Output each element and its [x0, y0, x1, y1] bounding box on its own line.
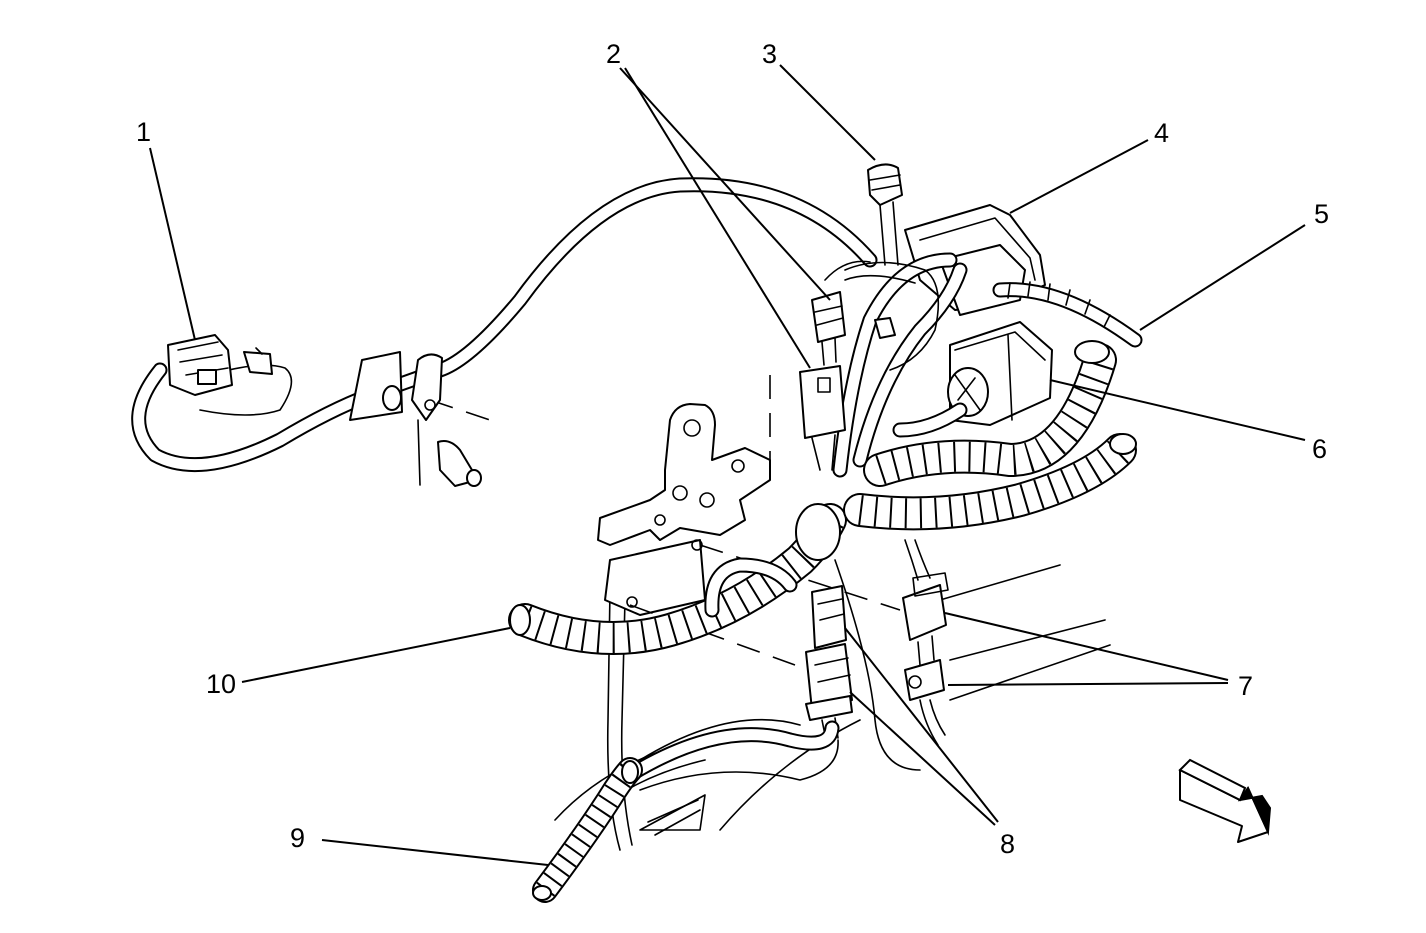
callout-8: 8: [1000, 829, 1015, 859]
leader-lines: [149, 64, 1306, 866]
wire-clip: [349, 351, 482, 487]
leader-7b: [947, 682, 1229, 686]
harness-branch-5: [992, 281, 1143, 348]
harness-loom-9: [532, 718, 840, 903]
callout-6: 6: [1312, 434, 1327, 464]
callout-7: 7: [1238, 671, 1253, 701]
leader-8a: [844, 627, 999, 823]
leader-4: [1009, 139, 1149, 214]
mounting-bracket: [597, 403, 771, 616]
leader-3: [779, 64, 876, 161]
connector-1: [167, 334, 273, 396]
callout-3: 3: [762, 39, 777, 69]
wire-connector-1: [131, 177, 878, 473]
callout-1: 1: [136, 117, 151, 147]
leader-1: [149, 147, 196, 341]
leader-10: [241, 627, 511, 683]
connector-7: [902, 539, 949, 746]
leader-5: [1139, 224, 1306, 331]
central-harness: [824, 252, 968, 478]
leader-2b: [624, 67, 811, 369]
leader-2a: [619, 67, 831, 301]
leader-9: [321, 839, 549, 866]
callout-labels: 1 2 3 4 5 6 7 8 9 10: [136, 39, 1329, 859]
callout-5: 5: [1314, 199, 1329, 229]
connector-2: [799, 291, 846, 471]
harness-loom-right: [843, 340, 1137, 531]
leader-7a: [944, 612, 1229, 681]
leader-6: [1049, 379, 1306, 441]
module-6: [947, 321, 1053, 426]
callout-10: 10: [206, 669, 236, 699]
callout-2: 2: [606, 39, 621, 69]
leader-8b: [849, 691, 996, 826]
direction-arrow-icon: [1178, 758, 1272, 843]
callout-9: 9: [290, 823, 305, 853]
callout-4: 4: [1154, 118, 1169, 148]
assembly-dash-lines: [429, 375, 901, 666]
connector-3: [867, 163, 903, 266]
connector-8: [805, 585, 853, 741]
harness-loom-10: [508, 503, 847, 655]
